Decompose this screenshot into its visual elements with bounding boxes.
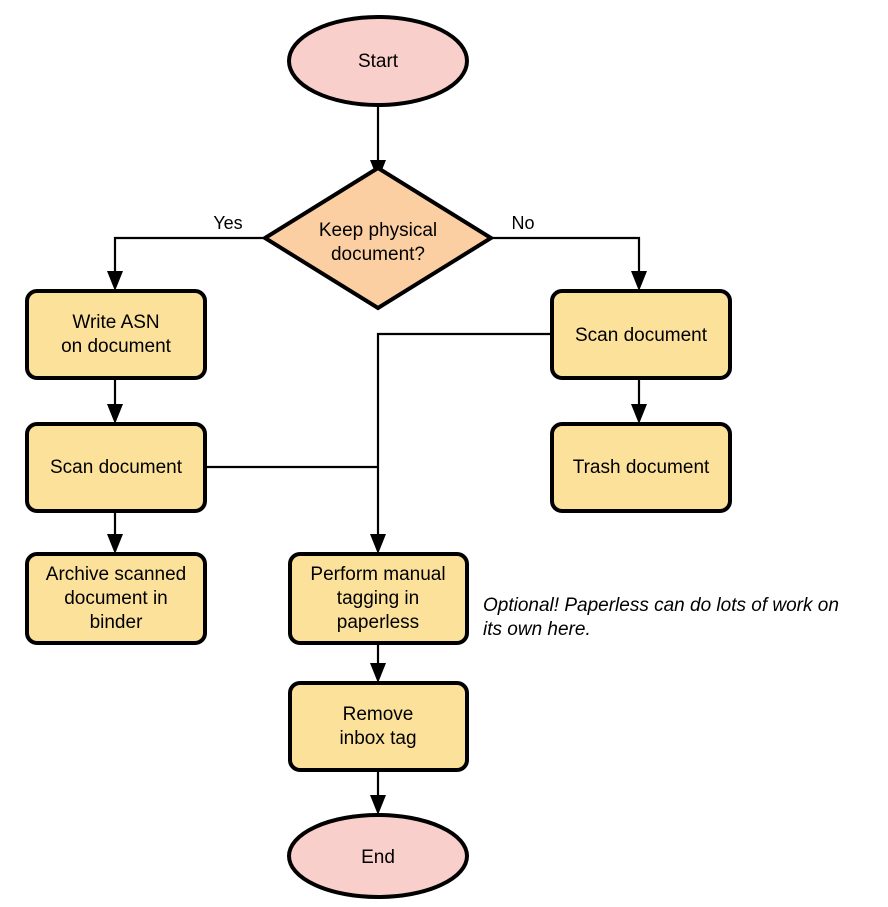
- remove-inbox-box[interactable]: [288, 681, 469, 772]
- end-ellipse[interactable]: [287, 813, 469, 899]
- node-archive-scanned-document[interactable]: Archive scanned document in binder: [25, 552, 207, 645]
- node-remove-inbox-tag[interactable]: Remove inbox tag: [288, 681, 469, 772]
- write-asn-box[interactable]: [25, 289, 207, 380]
- node-scan-document-left[interactable]: Scan document: [25, 422, 207, 513]
- decision-diamond[interactable]: [261, 165, 495, 311]
- node-start[interactable]: Start: [287, 15, 469, 107]
- trash-document-label: Trash document: [573, 457, 710, 478]
- scan-document-left-box[interactable]: [25, 422, 207, 513]
- connector-scan-right-to-trash: [631, 378, 647, 424]
- node-decision-keep-physical-document[interactable]: Keep physical document?: [261, 165, 495, 311]
- optional-note-line1: Optional! Paperless can do lots of work …: [483, 595, 839, 616]
- decision-label-line2: document?: [331, 244, 425, 265]
- archive-label-line2: document in: [64, 588, 168, 609]
- node-trash-document[interactable]: Trash document: [550, 422, 732, 513]
- write-asn-label-line2: on document: [61, 336, 172, 357]
- connector-write-asn-to-scan-left: [107, 378, 123, 424]
- connector-tagging-to-remove-inbox: [370, 643, 386, 683]
- scan-document-right-box[interactable]: [550, 289, 732, 380]
- node-perform-manual-tagging[interactable]: Perform manual tagging in paperless: [288, 552, 469, 645]
- tagging-label-line2: tagging in: [337, 588, 419, 609]
- decision-label-line1: Keep physical: [319, 220, 437, 241]
- tagging-label-line1: Perform manual: [310, 564, 445, 585]
- node-scan-document-right[interactable]: Scan document: [550, 289, 732, 380]
- connector-remove-inbox-to-end: [370, 770, 386, 815]
- archive-label-line1: Archive scanned: [46, 564, 186, 585]
- node-write-asn-on-document[interactable]: Write ASN on document: [25, 289, 207, 380]
- remove-inbox-label-line2: inbox tag: [339, 728, 416, 749]
- connector-decision-no-to-scan-right: [491, 236, 647, 291]
- scan-document-left-label: Scan document: [50, 457, 183, 478]
- connector-decision-yes-to-write-asn: [107, 236, 265, 291]
- archive-label-line3: binder: [90, 612, 143, 633]
- connector-scan-right-to-tagging: [370, 332, 552, 554]
- scan-document-right-label: Scan document: [575, 325, 708, 346]
- annotation-optional-note: Optional! Paperless can do lots of work …: [483, 595, 839, 640]
- edge-label-no: No: [511, 213, 534, 233]
- optional-note-line2: its own here.: [483, 619, 591, 640]
- edge-label-yes: Yes: [213, 213, 242, 233]
- start-ellipse[interactable]: [287, 15, 469, 107]
- connector-scan-left-to-archive: [107, 511, 123, 554]
- start-label: Start: [358, 51, 399, 72]
- tagging-box[interactable]: [288, 552, 469, 645]
- tagging-label-line3: paperless: [337, 612, 419, 633]
- trash-document-box[interactable]: [550, 422, 732, 513]
- write-asn-label-line1: Write ASN: [72, 312, 159, 333]
- node-end[interactable]: End: [287, 813, 469, 899]
- archive-box[interactable]: [25, 552, 207, 645]
- end-label: End: [361, 847, 395, 868]
- remove-inbox-label-line1: Remove: [343, 704, 414, 725]
